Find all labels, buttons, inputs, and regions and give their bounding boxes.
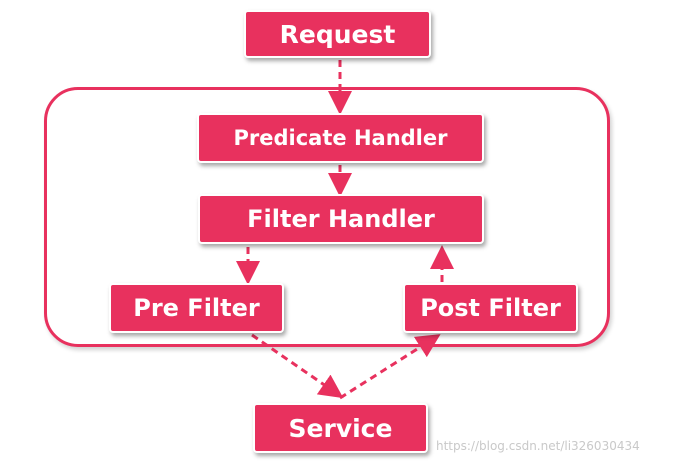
post-filter-node: Post Filter <box>403 283 578 333</box>
arrow-service-to-post <box>339 334 441 400</box>
service-node: Service <box>253 403 428 453</box>
filter-handler-node: Filter Handler <box>198 194 484 244</box>
pre-filter-node: Pre Filter <box>109 283 284 333</box>
watermark-text: https://blog.csdn.net/li326030434 <box>436 439 640 453</box>
request-node: Request <box>244 10 431 58</box>
predicate-handler-node: Predicate Handler <box>197 113 484 163</box>
